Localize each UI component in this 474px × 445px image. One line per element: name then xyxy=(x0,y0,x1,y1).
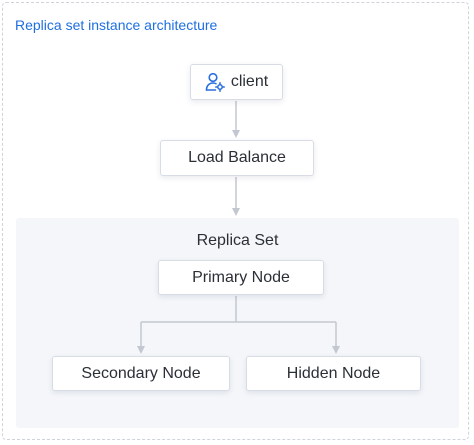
secondary-node-label: Secondary Node xyxy=(81,364,201,382)
client-label: client xyxy=(230,73,269,90)
secondary-node: Secondary Node xyxy=(52,356,230,391)
primary-node: Primary Node xyxy=(158,260,324,295)
replica-set-group xyxy=(16,218,459,428)
diagram-title: Replica set instance architecture xyxy=(15,17,218,33)
user-gear-icon xyxy=(205,72,225,92)
load-balance-node: Load Balance xyxy=(160,140,314,176)
hidden-node: Hidden Node xyxy=(246,356,421,391)
diagram-frame xyxy=(2,2,469,440)
load-balance-label: Load Balance xyxy=(188,149,286,166)
replica-set-label: Replica Set xyxy=(196,232,279,249)
primary-node-label: Primary Node xyxy=(192,268,290,286)
hidden-node-label: Hidden Node xyxy=(286,364,381,382)
client-node: client xyxy=(190,64,283,100)
